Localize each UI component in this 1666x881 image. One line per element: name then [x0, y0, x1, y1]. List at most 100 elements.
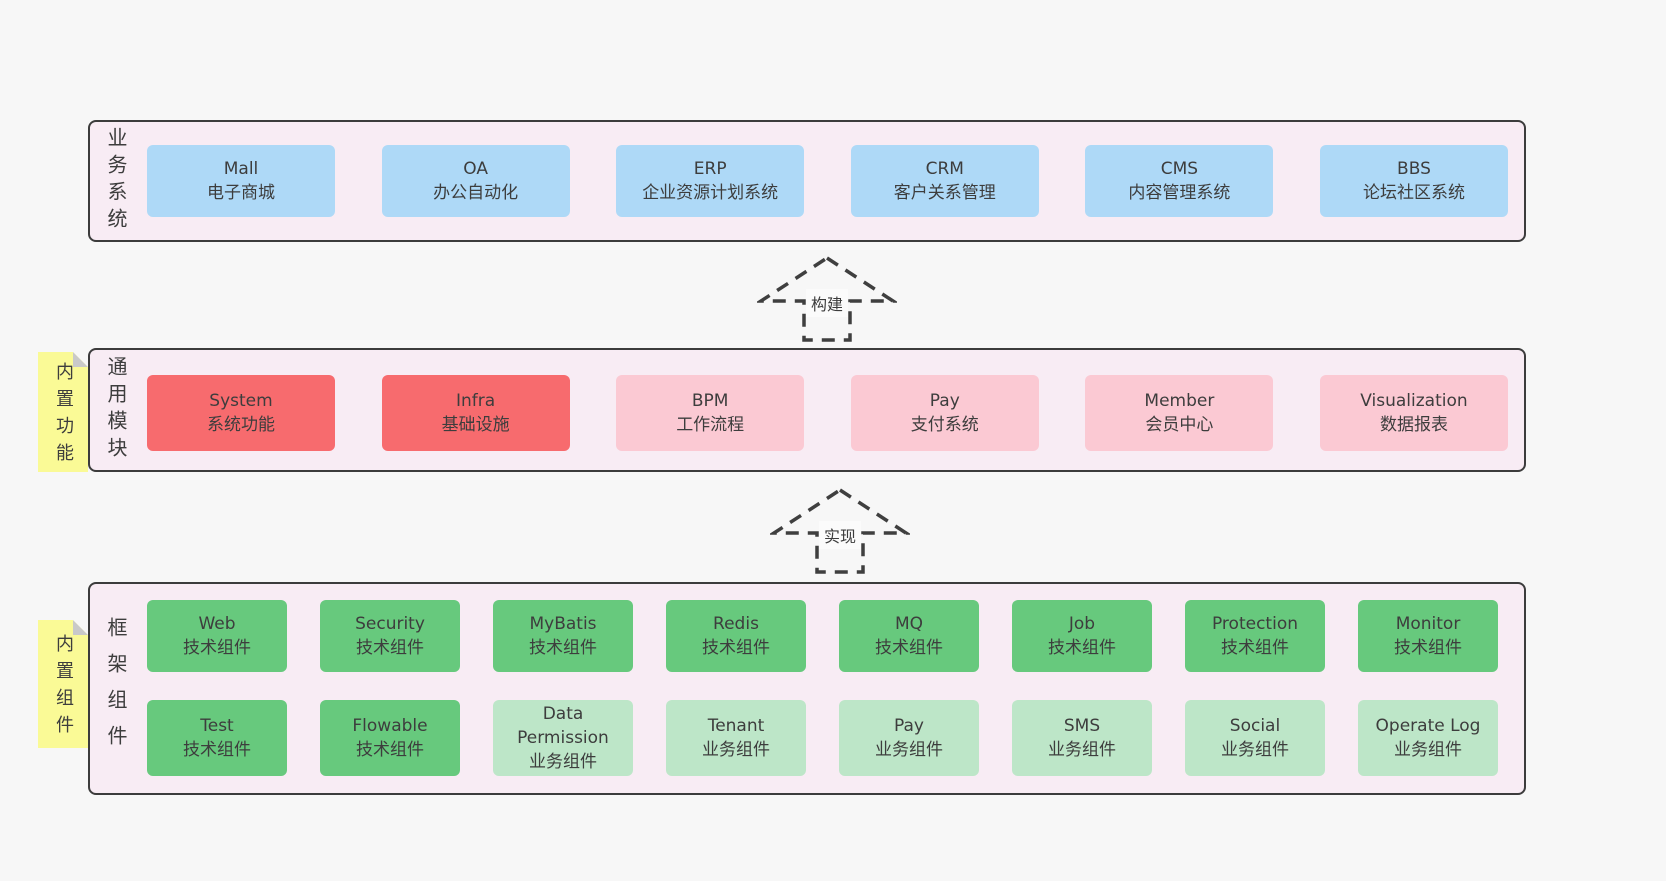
box-title: Pay: [929, 390, 960, 411]
box-title: BBS: [1397, 158, 1431, 179]
box-redis: Redis 技术组件: [666, 600, 806, 672]
box-subtitle: 客户关系管理: [893, 183, 996, 203]
box-monitor: Monitor 技术组件: [1358, 600, 1498, 672]
box-subtitle: 技术组件: [875, 638, 943, 658]
layer-common-modules-label: 通用模块: [104, 356, 128, 464]
box-bpm: BPM 工作流程: [616, 375, 805, 451]
box-subtitle: 技术组件: [183, 740, 251, 760]
box-subtitle: 业务组件: [1394, 740, 1462, 760]
box-title: Flowable: [352, 715, 428, 736]
box-subtitle: 技术组件: [1394, 638, 1462, 658]
box-title: Member: [1144, 390, 1215, 411]
builtin-components-sticky: 内置组件: [38, 620, 88, 748]
box-title: ERP: [693, 158, 727, 179]
box-subtitle: 技术组件: [356, 740, 424, 760]
box-title: Operate Log: [1375, 715, 1481, 736]
box-title: Infra: [456, 390, 496, 411]
implement-arrow-label: 实现: [818, 521, 862, 549]
box-subtitle: 会员中心: [1145, 415, 1214, 435]
box-title: System: [209, 390, 273, 411]
box-subtitle: 支付系统: [910, 415, 979, 435]
box-data-permission: Data Permission 业务组件: [493, 700, 633, 776]
box-social: Social 业务组件: [1185, 700, 1325, 776]
box-flowable: Flowable 技术组件: [320, 700, 460, 776]
box-title: Mall: [223, 158, 259, 179]
box-title: SMS: [1063, 715, 1101, 736]
box-title: Visualization: [1360, 390, 1468, 411]
box-subtitle: 基础设施: [441, 415, 510, 435]
common-modules-row: System 系统功能 Infra 基础设施 BPM 工作流程 Pay 支付系统…: [147, 375, 1508, 451]
framework-components-row-1: Web 技术组件 Security 技术组件 MyBatis 技术组件 Redi…: [147, 600, 1498, 672]
up-arrow-icon: [770, 487, 910, 574]
box-visualization: Visualization 数据报表: [1319, 375, 1508, 451]
layer-business-systems: 业务系统 Mall 电子商城 OA 办公自动化 ERP 企业资源计划系统 CRM…: [88, 120, 1526, 242]
box-web: Web 技术组件: [147, 600, 287, 672]
box-title: CRM: [925, 158, 964, 179]
box-title: OA: [463, 158, 488, 179]
box-bbs: BBS 论坛社区系统: [1319, 145, 1508, 217]
layer-business-systems-label: 业务系统: [104, 127, 128, 235]
box-subtitle: 论坛社区系统: [1362, 183, 1465, 203]
implement-arrow: 实现: [770, 487, 910, 575]
box-oa: OA 办公自动化: [381, 145, 570, 217]
box-subtitle: 业务组件: [529, 752, 597, 773]
box-member: Member 会员中心: [1085, 375, 1274, 451]
builtin-components-sticky-label: 内置组件: [53, 634, 74, 742]
layer-common-modules: 通用模块 System 系统功能 Infra 基础设施 BPM 工作流程 Pay…: [88, 348, 1526, 472]
box-title: Tenant: [707, 715, 765, 736]
box-subtitle: 技术组件: [702, 638, 770, 658]
business-systems-row: Mall 电子商城 OA 办公自动化 ERP 企业资源计划系统 CRM 客户关系…: [147, 145, 1508, 217]
box-title: MQ: [894, 613, 924, 634]
box-erp: ERP 企业资源计划系统: [616, 145, 805, 217]
box-title: Pay: [894, 715, 924, 736]
box-title: Job: [1068, 613, 1096, 634]
box-pay-system: Pay 支付系统: [850, 375, 1039, 451]
box-subtitle: 业务组件: [1048, 740, 1116, 760]
box-subtitle: 业务组件: [875, 740, 943, 760]
box-subtitle: 系统功能: [207, 415, 275, 435]
box-title: BPM: [691, 390, 729, 411]
box-title: Redis: [713, 613, 759, 634]
box-title: CMS: [1160, 158, 1199, 179]
box-title: Web: [198, 613, 236, 634]
builtin-features-sticky-label: 内置功能: [53, 362, 74, 470]
box-subtitle: 企业资源计划系统: [642, 183, 779, 203]
layer-framework-components-label: 框架组件: [104, 616, 128, 761]
box-mybatis: MyBatis 技术组件: [493, 600, 633, 672]
box-test: Test 技术组件: [147, 700, 287, 776]
box-subtitle: 工作流程: [676, 415, 745, 435]
box-operate-log: Operate Log 业务组件: [1358, 700, 1498, 776]
box-mall: Mall 电子商城: [147, 145, 335, 217]
box-system: System 系统功能: [147, 375, 335, 451]
box-infra: Infra 基础设施: [381, 375, 570, 451]
framework-components-row-2: Test 技术组件 Flowable 技术组件 Data Permission …: [147, 700, 1498, 776]
box-protection: Protection 技术组件: [1185, 600, 1325, 672]
box-crm: CRM 客户关系管理: [850, 145, 1039, 217]
box-sms: SMS 业务组件: [1012, 700, 1152, 776]
box-subtitle: 电子商城: [207, 183, 275, 203]
box-job: Job 技术组件: [1012, 600, 1152, 672]
box-mq: MQ 技术组件: [839, 600, 979, 672]
box-subtitle: 内容管理系统: [1128, 183, 1231, 203]
box-title: Monitor: [1395, 613, 1461, 634]
sticky-fold-icon: [73, 620, 88, 635]
box-title: Data Permission: [517, 703, 609, 748]
box-title: Test: [200, 715, 234, 736]
box-subtitle: 数据报表: [1379, 415, 1448, 435]
build-arrow: 构建: [757, 255, 897, 343]
box-tenant: Tenant 业务组件: [666, 700, 806, 776]
box-subtitle: 办公自动化: [433, 183, 519, 203]
box-title: Security: [355, 613, 425, 634]
box-subtitle: 技术组件: [1048, 638, 1116, 658]
box-subtitle: 技术组件: [1221, 638, 1289, 658]
box-cms: CMS 内容管理系统: [1085, 145, 1274, 217]
up-arrow-icon: [757, 255, 897, 342]
layer-framework-components: 框架组件 Web 技术组件 Security 技术组件 MyBatis 技术组件…: [88, 582, 1526, 795]
box-subtitle: 技术组件: [529, 638, 597, 658]
box-title: Protection: [1211, 613, 1298, 634]
box-subtitle: 技术组件: [356, 638, 424, 658]
sticky-fold-icon: [73, 352, 88, 367]
box-title: MyBatis: [529, 613, 597, 634]
build-arrow-label: 构建: [805, 289, 849, 317]
